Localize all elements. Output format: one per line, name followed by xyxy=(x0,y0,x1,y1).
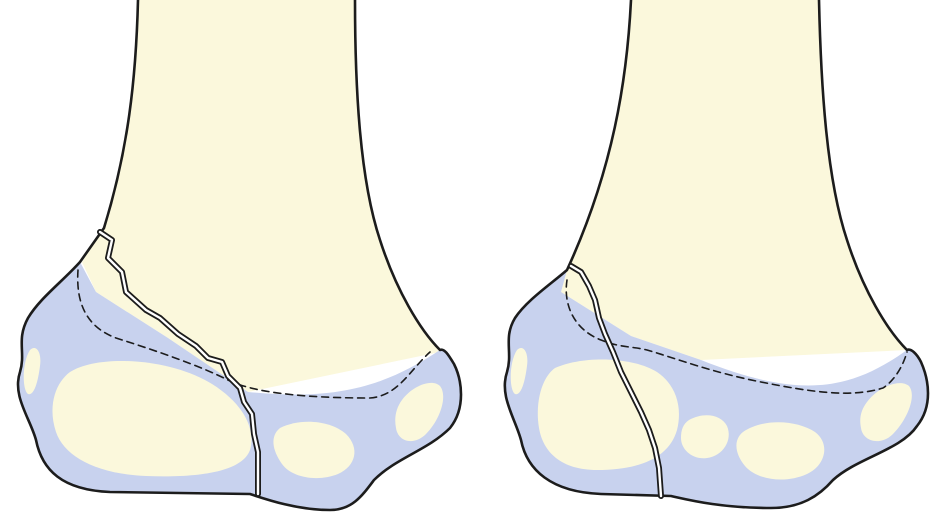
left-fracture-panel xyxy=(0,0,471,527)
humerus-shaft xyxy=(561,0,907,360)
right-fracture-panel xyxy=(471,0,942,527)
